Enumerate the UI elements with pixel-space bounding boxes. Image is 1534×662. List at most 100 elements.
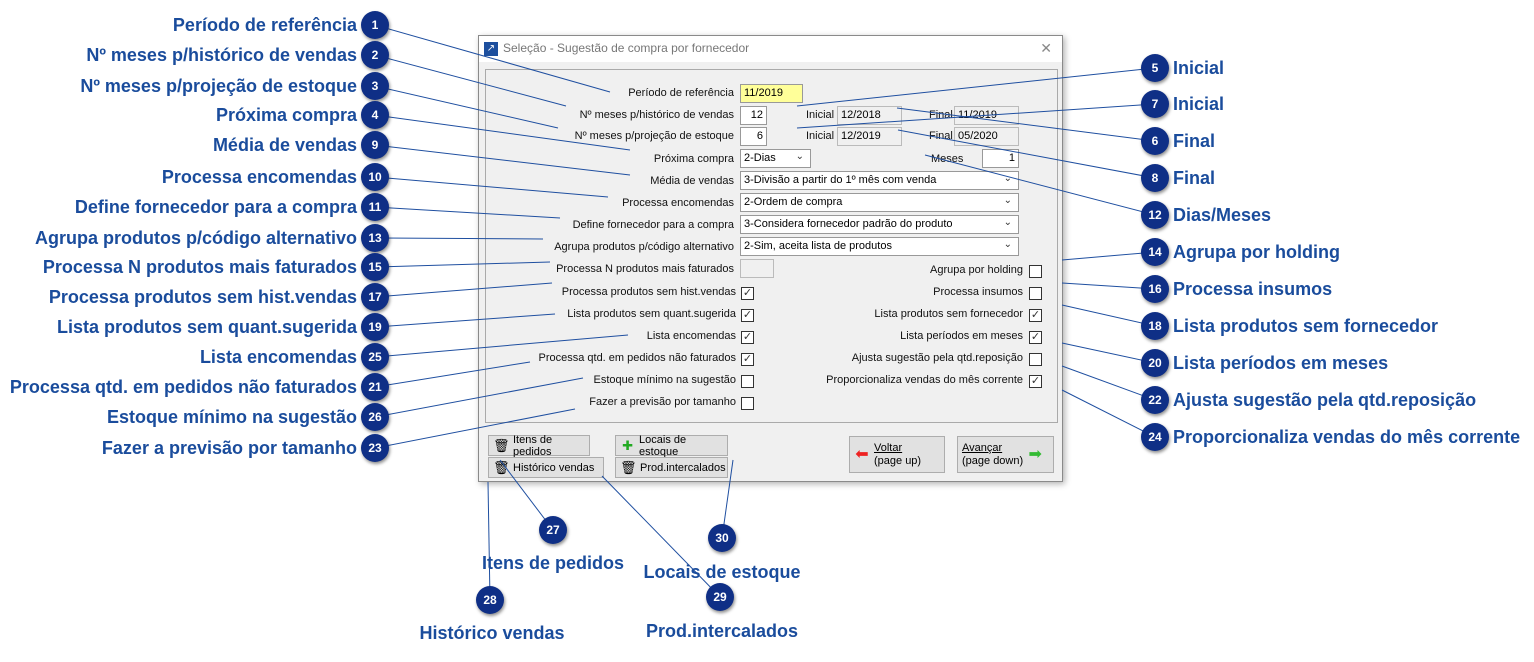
itens-pedidos-button[interactable]: 🗑Itens de pedidos <box>488 434 590 458</box>
callout-badge-18: 18 <box>1141 312 1169 340</box>
check-left-label: Lista produtos sem quant.sugerida <box>567 308 736 320</box>
check-left-box[interactable]: ✓ <box>741 331 754 344</box>
chevron-down-icon: ⌄ <box>795 151 804 162</box>
locais-estoque-button[interactable]: ✚Locais de estoque <box>615 433 728 458</box>
check-left-box[interactable]: ✓ <box>741 353 754 366</box>
filter-icon: 🗑 <box>493 459 510 475</box>
check-right-box[interactable]: ✓ <box>1029 331 1042 344</box>
callout-label-15: Processa N produtos mais faturados <box>42 257 357 277</box>
callout-badge-27: 27 <box>539 516 567 544</box>
chevron-down-icon: ⌄ <box>1003 217 1012 228</box>
callout-label-4: Próxima compra <box>215 105 357 125</box>
encomendas-label: Processa encomendas <box>622 197 734 209</box>
agrupa-value: 2-Sim, aceita lista de produtos <box>744 240 892 252</box>
callout-badge-10: 10 <box>361 163 389 191</box>
meses-input[interactable]: 1 <box>982 149 1019 168</box>
proj-inicial-field: 12/2019 <box>837 127 902 146</box>
callout-label-9: Média de vendas <box>212 135 357 155</box>
chevron-down-icon: ⌄ <box>1003 239 1012 250</box>
check-right-label: Agrupa por holding <box>930 264 1023 276</box>
hist-inicial-field: 12/2018 <box>837 106 902 125</box>
callout-label-10: Processa encomendas <box>161 167 357 187</box>
callout-badge-1: 1 <box>361 11 389 39</box>
callout-label-1: Período de referência <box>172 15 357 35</box>
historico-vendas-label: Histórico vendas <box>513 461 595 474</box>
check-right-label: Lista períodos em meses <box>900 330 1023 342</box>
proxima-select[interactable]: 2-Dias⌄ <box>740 149 811 168</box>
proj-final-label: Final <box>929 130 953 142</box>
callout-badge-19: 19 <box>361 313 389 341</box>
check-left-box[interactable] <box>741 375 754 388</box>
callout-badge-16: 16 <box>1141 275 1169 303</box>
periodo-input[interactable]: 11/2019 <box>740 84 803 103</box>
encomendas-value: 2-Ordem de compra <box>744 196 843 208</box>
agrupa-label: Agrupa produtos p/código alternativo <box>554 241 734 253</box>
voltar-shortcut: (page up) <box>874 454 922 467</box>
check-left-box[interactable]: ✓ <box>741 287 754 300</box>
fornecedor-value: 3-Considera fornecedor padrão do produto <box>744 218 953 230</box>
callout-label-8: Final <box>1173 168 1216 188</box>
callout-label-20: Lista períodos em meses <box>1173 353 1389 373</box>
app-icon: ↗ <box>484 42 498 56</box>
historico-vendas-button[interactable]: 🗑Histórico vendas <box>488 457 604 478</box>
voltar-label: Voltar <box>874 441 903 454</box>
callout-badge-7: 7 <box>1141 90 1169 118</box>
hist-final-label: Final <box>929 109 953 121</box>
callout-badge-24: 24 <box>1141 423 1169 451</box>
callout-badge-12: 12 <box>1141 201 1169 229</box>
callout-badge-20: 20 <box>1141 349 1169 377</box>
locais-estoque-label: Locais de estoque <box>639 433 687 458</box>
callout-badge-4: 4 <box>361 101 389 129</box>
fornecedor-label: Define fornecedor para a compra <box>572 219 734 231</box>
callout-label-21: Processa qtd. em pedidos não faturados <box>9 377 357 397</box>
check-right-box[interactable] <box>1029 287 1042 300</box>
check-right-box[interactable] <box>1029 265 1042 278</box>
callout-badge-5: 5 <box>1141 54 1169 82</box>
proj-input[interactable]: 6 <box>740 127 767 146</box>
check-right-box[interactable]: ✓ <box>1029 309 1042 322</box>
callout-label-30: Locais de estoque <box>643 562 801 582</box>
check-right-box[interactable] <box>1029 353 1042 366</box>
check-left-box[interactable] <box>741 397 754 410</box>
check-right-label: Lista produtos sem fornecedor <box>874 308 1023 320</box>
title-bar: ↗ Seleção - Sugestão de compra por forne… <box>479 36 1062 62</box>
check-right-box[interactable]: ✓ <box>1029 375 1042 388</box>
chevron-down-icon: ⌄ <box>1003 173 1012 184</box>
callout-label-12: Dias/Meses <box>1173 205 1272 225</box>
dialog-title: Seleção - Sugestão de compra por fornece… <box>503 41 750 55</box>
check-left-label: Fazer a previsão por tamanho <box>589 396 736 408</box>
fornecedor-select[interactable]: 3-Considera fornecedor padrão do produto… <box>740 215 1019 234</box>
arrow-left-icon: ⬅ <box>855 445 869 463</box>
avancar-text: Avançar(page down) <box>962 442 1023 468</box>
hist-label: Nº meses p/histórico de vendas <box>579 109 734 121</box>
hist-input[interactable]: 12 <box>740 106 767 125</box>
encomendas-select[interactable]: 2-Ordem de compra ⌄ <box>740 193 1019 212</box>
prod-intercalados-button[interactable]: 🗑Prod.intercalados <box>615 457 728 478</box>
filter-icon: 🗑 <box>620 459 637 475</box>
callout-label-28: Histórico vendas <box>419 623 565 643</box>
voltar-button[interactable]: ⬅ Voltar(page up) <box>849 436 945 473</box>
callout-badge-15: 15 <box>361 253 389 281</box>
callout-label-6: Final <box>1173 131 1216 151</box>
callout-label-11: Define fornecedor para a compra <box>74 197 357 217</box>
hist-inicial-label: Inicial <box>806 109 835 121</box>
agrupa-select[interactable]: 2-Sim, aceita lista de produtos ⌄ <box>740 237 1019 256</box>
chevron-down-icon: ⌄ <box>1003 195 1012 206</box>
callout-label-16: Processa insumos <box>1173 279 1333 299</box>
check-right-label: Ajusta sugestão pela qtd.reposição <box>851 352 1023 364</box>
callout-label-26: Estoque mínimo na sugestão <box>106 407 357 427</box>
check-left-box[interactable]: ✓ <box>741 309 754 322</box>
n-produtos-input[interactable] <box>740 259 774 278</box>
callout-badge-25: 25 <box>361 343 389 371</box>
close-icon[interactable]: ✕ <box>1040 40 1052 56</box>
arrow-right-icon: ➡ <box>1028 445 1042 463</box>
avancar-button[interactable]: Avançar(page down) ➡ <box>957 436 1054 473</box>
callout-label-14: Agrupa por holding <box>1173 242 1340 262</box>
callout-badge-28: 28 <box>476 586 504 614</box>
media-select[interactable]: 3-Divisão a partir do 1º mês com venda⌄ <box>740 171 1019 190</box>
callout-badge-23: 23 <box>361 434 389 462</box>
callout-badge-13: 13 <box>361 224 389 252</box>
avancar-shortcut: (page down) <box>962 454 1024 467</box>
callout-label-23: Fazer a previsão por tamanho <box>101 438 357 458</box>
callout-badge-8: 8 <box>1141 164 1169 192</box>
